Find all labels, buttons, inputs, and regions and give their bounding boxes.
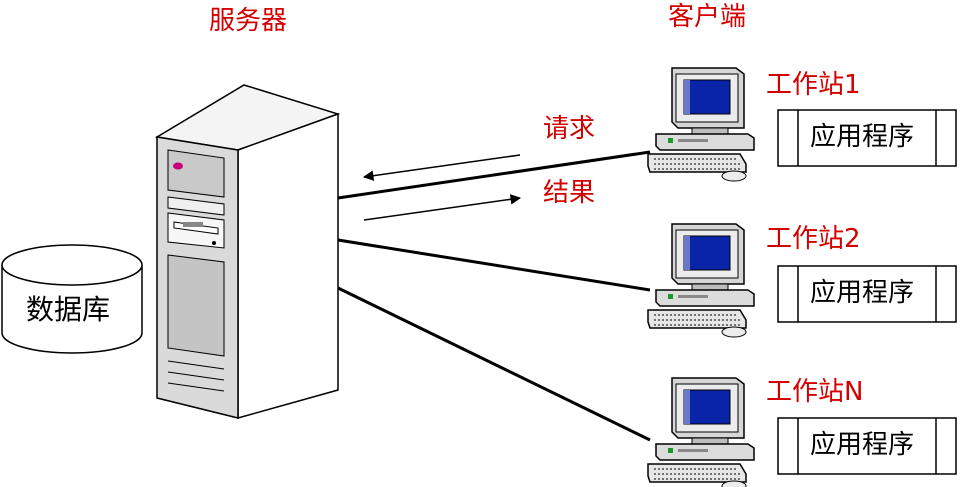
workstation-n-label: 工作站N: [766, 377, 864, 407]
connection-line-3: [337, 286, 651, 442]
request-arrow: [362, 154, 521, 181]
workstation-n-computer-icon: [647, 377, 755, 487]
workstation-2-computer-icon: [647, 223, 755, 338]
database-cylinder: [1, 244, 143, 354]
server-label: 服务器: [209, 6, 288, 36]
app-label-1: 应用程序: [810, 122, 915, 152]
workstation-2-label: 工作站2: [766, 224, 861, 254]
connection-line-2: [337, 238, 651, 292]
connection-line-1: [337, 150, 651, 200]
server-tower: [154, 84, 341, 419]
app-box-1: [777, 109, 957, 167]
app-box-2: [777, 265, 957, 323]
app-label-n: 应用程序: [810, 430, 915, 460]
result-arrow: [363, 194, 522, 221]
database-label: 数据库: [26, 293, 111, 326]
app-box-n: [777, 417, 957, 475]
workstation-1-label: 工作站1: [766, 70, 861, 100]
result-label: 结果: [543, 178, 596, 208]
request-label: 请求: [543, 114, 596, 144]
connection-lines: [337, 150, 651, 442]
client-label: 客户端: [668, 2, 747, 32]
workstation-1-computer-icon: [647, 67, 755, 182]
app-label-2: 应用程序: [810, 278, 915, 308]
